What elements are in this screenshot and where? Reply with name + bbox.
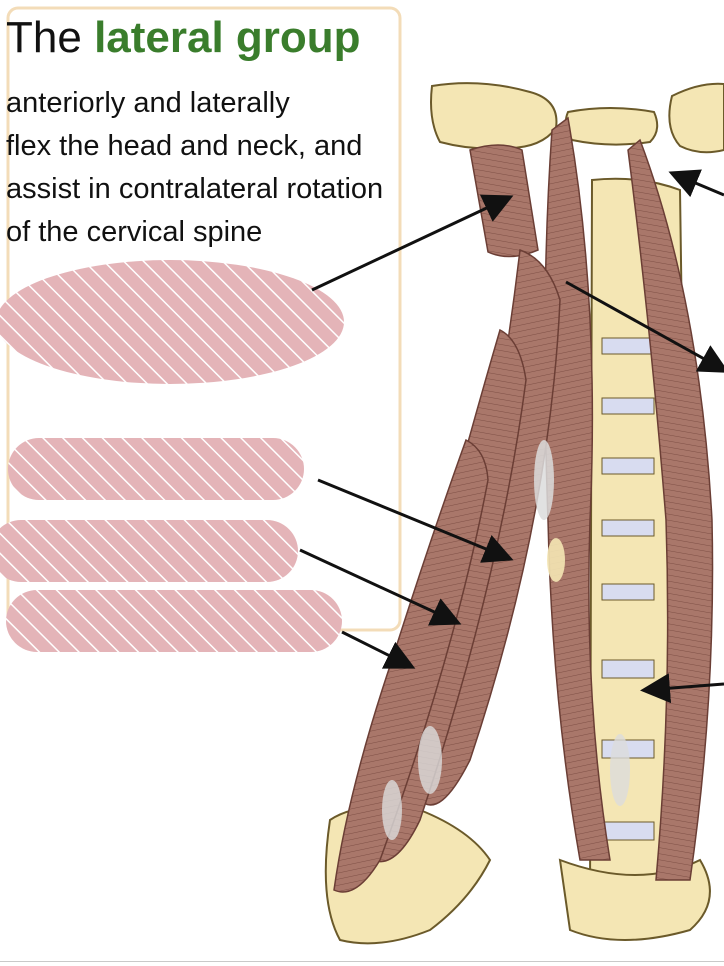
title-accent: lateral group: [94, 13, 361, 62]
description-line-3: assist in contralateral rotation: [6, 168, 456, 211]
slide-description: anteriorly and laterally flex the head a…: [6, 82, 456, 254]
description-line-4: of the cervical spine: [6, 211, 456, 254]
label-placeholder-4: [6, 590, 342, 652]
slide-title: The lateral group: [6, 14, 361, 62]
skull-base-bone: [431, 83, 724, 152]
description-line-2: flex the head and neck, and: [6, 125, 456, 168]
label-placeholder-2: [8, 438, 304, 500]
arrow-pointer-6: [674, 174, 724, 195]
title-prefix: The: [6, 13, 82, 62]
description-line-1: anteriorly and laterally: [6, 82, 456, 125]
bottom-divider: [0, 961, 724, 962]
label-placeholder-1: [0, 260, 344, 384]
label-placeholder-3: [0, 520, 298, 582]
